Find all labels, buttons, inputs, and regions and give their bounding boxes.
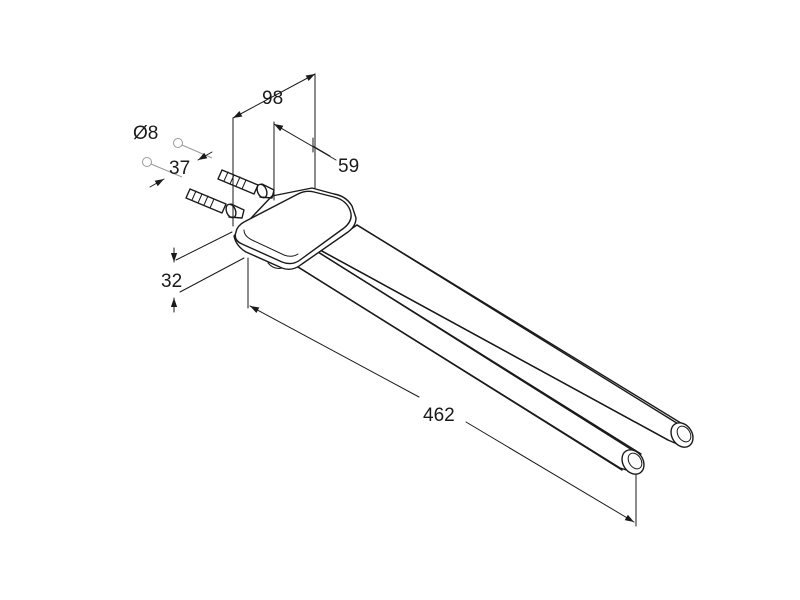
hole-diameter-label: Ø8 [133,123,158,144]
front-arm-end-cap [621,449,645,475]
depth-total-label: 98 [262,88,283,109]
upper-screw-anchor [217,169,275,199]
rear-arm-end-cap [670,422,694,448]
dimension-plate-height: 32 [161,231,245,313]
lower-screw-anchor [185,188,245,219]
front-arm [289,251,645,475]
arm-length-label: 462 [423,405,455,426]
dimension-hole-spacing: 37 [149,151,213,188]
rear-arm [319,224,694,448]
wall-plate [233,187,357,271]
plate-height-label: 32 [161,271,182,292]
dimension-depth-total: 98 [232,73,316,227]
depth-bracket-label: 59 [338,156,359,177]
dimension-arm-length: 462 [247,257,637,527]
dimension-depth-bracket: 59 [273,121,359,201]
hole-spacing-label: 37 [169,158,190,179]
